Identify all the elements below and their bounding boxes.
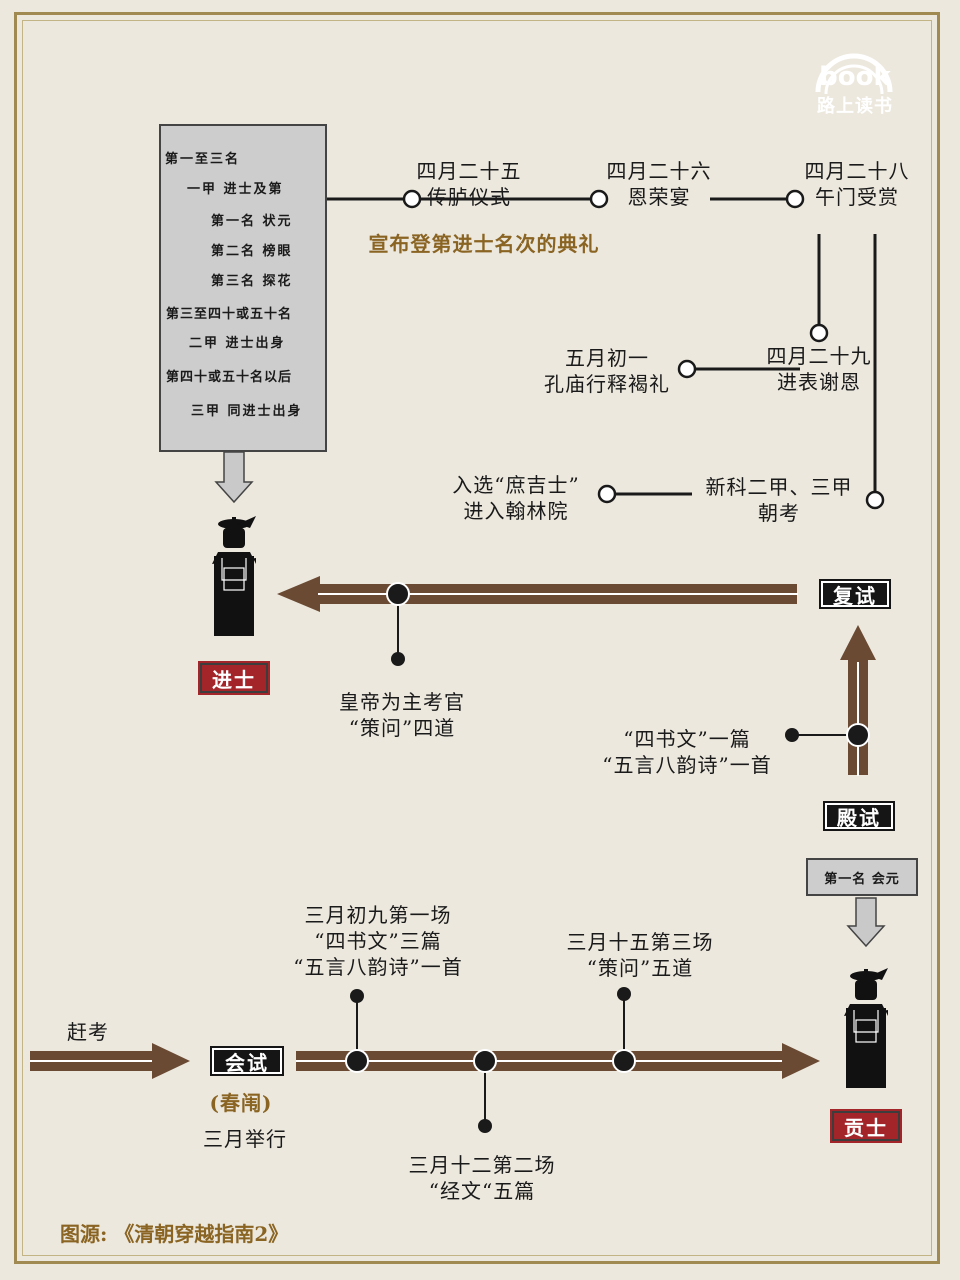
down-arrow-box-to-jinshi — [214, 451, 254, 504]
rank-line: 三甲 同进士出身 — [191, 404, 303, 419]
s1-line3: “五言八韵诗”一首 — [293, 955, 463, 979]
logo-caption: 路上读书 — [817, 96, 893, 117]
logo: book 路上读书 — [810, 40, 900, 122]
node-c6 — [865, 490, 885, 510]
outer-frame — [14, 12, 940, 1264]
c3-date: 四月二十八 — [804, 159, 910, 183]
node-c4 — [809, 323, 829, 343]
arrow-huishi — [296, 1043, 820, 1079]
huishi-session2: 三月十二第二场 “经文“五篇 — [392, 1152, 572, 1204]
dianshi-content-note: “四书文”一篇 “五言八韵诗”一首 — [582, 726, 792, 778]
node-c7 — [597, 484, 617, 504]
huishi-label: 会试 — [210, 1046, 284, 1076]
emperor-line1: 皇帝为主考官 — [339, 690, 465, 714]
rank-line: 第三名 探花 — [211, 274, 293, 289]
c5-date: 五月初一 — [565, 346, 649, 370]
inner-frame — [22, 20, 932, 1256]
rank-line: 一甲 进士及第 — [187, 182, 284, 197]
ceremony-c5: 五月初一 孔庙行释褐礼 — [532, 345, 682, 397]
huishi-session3: 三月十五第三场 “策问”五道 — [550, 929, 730, 981]
fushi-label: 复试 — [819, 579, 891, 609]
logo-word: book — [819, 62, 891, 92]
rank-line: 第三至四十或五十名 — [166, 307, 293, 322]
node-c1 — [402, 189, 422, 209]
c1-date: 四月二十五 — [416, 159, 522, 183]
s1-line1: 三月初九第一场 — [304, 903, 452, 927]
rank-line: 第一名 状元 — [211, 214, 293, 229]
emperor-line2: “策问”四道 — [348, 716, 456, 740]
s1-line2: “四书文”三篇 — [314, 929, 442, 953]
ceremony-c2: 四月二十六 恩荣宴 — [592, 158, 726, 210]
ceremony-c1: 四月二十五 传胪仪式 — [402, 158, 536, 210]
dianshi-content-line2: “五言八韵诗”一首 — [602, 753, 772, 777]
arrow-up-to-fushi — [840, 625, 876, 776]
scholar-figure-jinshi-icon — [212, 516, 256, 636]
c3-name: 午门受赏 — [815, 185, 899, 209]
ceremony-c4: 四月二十九 进表谢恩 — [752, 343, 886, 395]
c1-name: 传胪仪式 — [427, 185, 511, 209]
c4-name: 进表谢恩 — [777, 370, 861, 394]
gongshi-label: 贡士 — [830, 1109, 902, 1143]
arrow-to-jinshi — [277, 576, 798, 612]
connector-dots — [345, 582, 870, 1133]
dianshi-label: 殿试 — [823, 801, 895, 831]
chunwei-label: (春闱) — [209, 1091, 273, 1115]
node-c3 — [785, 189, 805, 209]
s2-line1: 三月十二第二场 — [408, 1153, 556, 1177]
scholar-figure-gongshi-icon — [844, 968, 888, 1088]
emperor-note: 皇帝为主考官 “策问”四道 — [322, 689, 482, 741]
c7-line2: 进入翰林院 — [463, 499, 569, 523]
down-arrow-huiyuan — [846, 897, 886, 948]
jinshi-label: 进士 — [198, 661, 270, 695]
ceremony-c6: 新科二甲、三甲 朝考 — [694, 474, 864, 526]
arrow-ganka — [30, 1043, 190, 1079]
s2-line2: “经文“五篇 — [428, 1179, 536, 1203]
rank-box: 第一至三名 一甲 进士及第 第一名 状元 第二名 榜眼 第三名 探花 第三至四十… — [159, 124, 327, 452]
c2-date: 四月二十六 — [606, 159, 712, 183]
ceremony-lines — [326, 197, 877, 496]
c5-name: 孔庙行释褐礼 — [544, 372, 670, 396]
rank-line: 第一至三名 — [165, 152, 241, 167]
ceremony-c3: 四月二十八 午门受赏 — [790, 158, 924, 210]
c4-date: 四月二十九 — [766, 344, 872, 368]
c7-line1: 入选“庶吉士” — [452, 473, 580, 497]
rank-line: 第四十或五十名以后 — [166, 370, 293, 385]
node-c2 — [589, 189, 609, 209]
c6-line1: 新科二甲、三甲 — [705, 475, 853, 499]
dianshi-content-line1: “四书文”一篇 — [623, 727, 751, 751]
rank-line: 二甲 进士出身 — [189, 336, 286, 351]
huiyuan-label: 第一名 会元 — [806, 858, 918, 896]
s3-line1: 三月十五第三场 — [566, 930, 714, 954]
c2-name: 恩荣宴 — [627, 185, 691, 209]
c6-line2: 朝考 — [758, 501, 800, 525]
ceremony-caption: 宣布登第进士名次的典礼 — [368, 232, 600, 256]
ceremony-c7: 入选“庶吉士” 进入翰林院 — [432, 472, 600, 524]
source-credit: 图源: 《清朝穿越指南2》 — [60, 1222, 289, 1246]
node-c5 — [677, 359, 697, 379]
ganka-label: 赶考 — [67, 1020, 109, 1044]
logo-icon — [815, 53, 893, 95]
march-label: 三月举行 — [203, 1127, 287, 1151]
huishi-session1: 三月初九第一场 “四书文”三篇 “五言八韵诗”一首 — [258, 902, 498, 980]
s3-line2: “策问”五道 — [586, 956, 694, 980]
ceremony-nodes — [402, 189, 885, 510]
rank-line: 第二名 榜眼 — [211, 244, 293, 259]
